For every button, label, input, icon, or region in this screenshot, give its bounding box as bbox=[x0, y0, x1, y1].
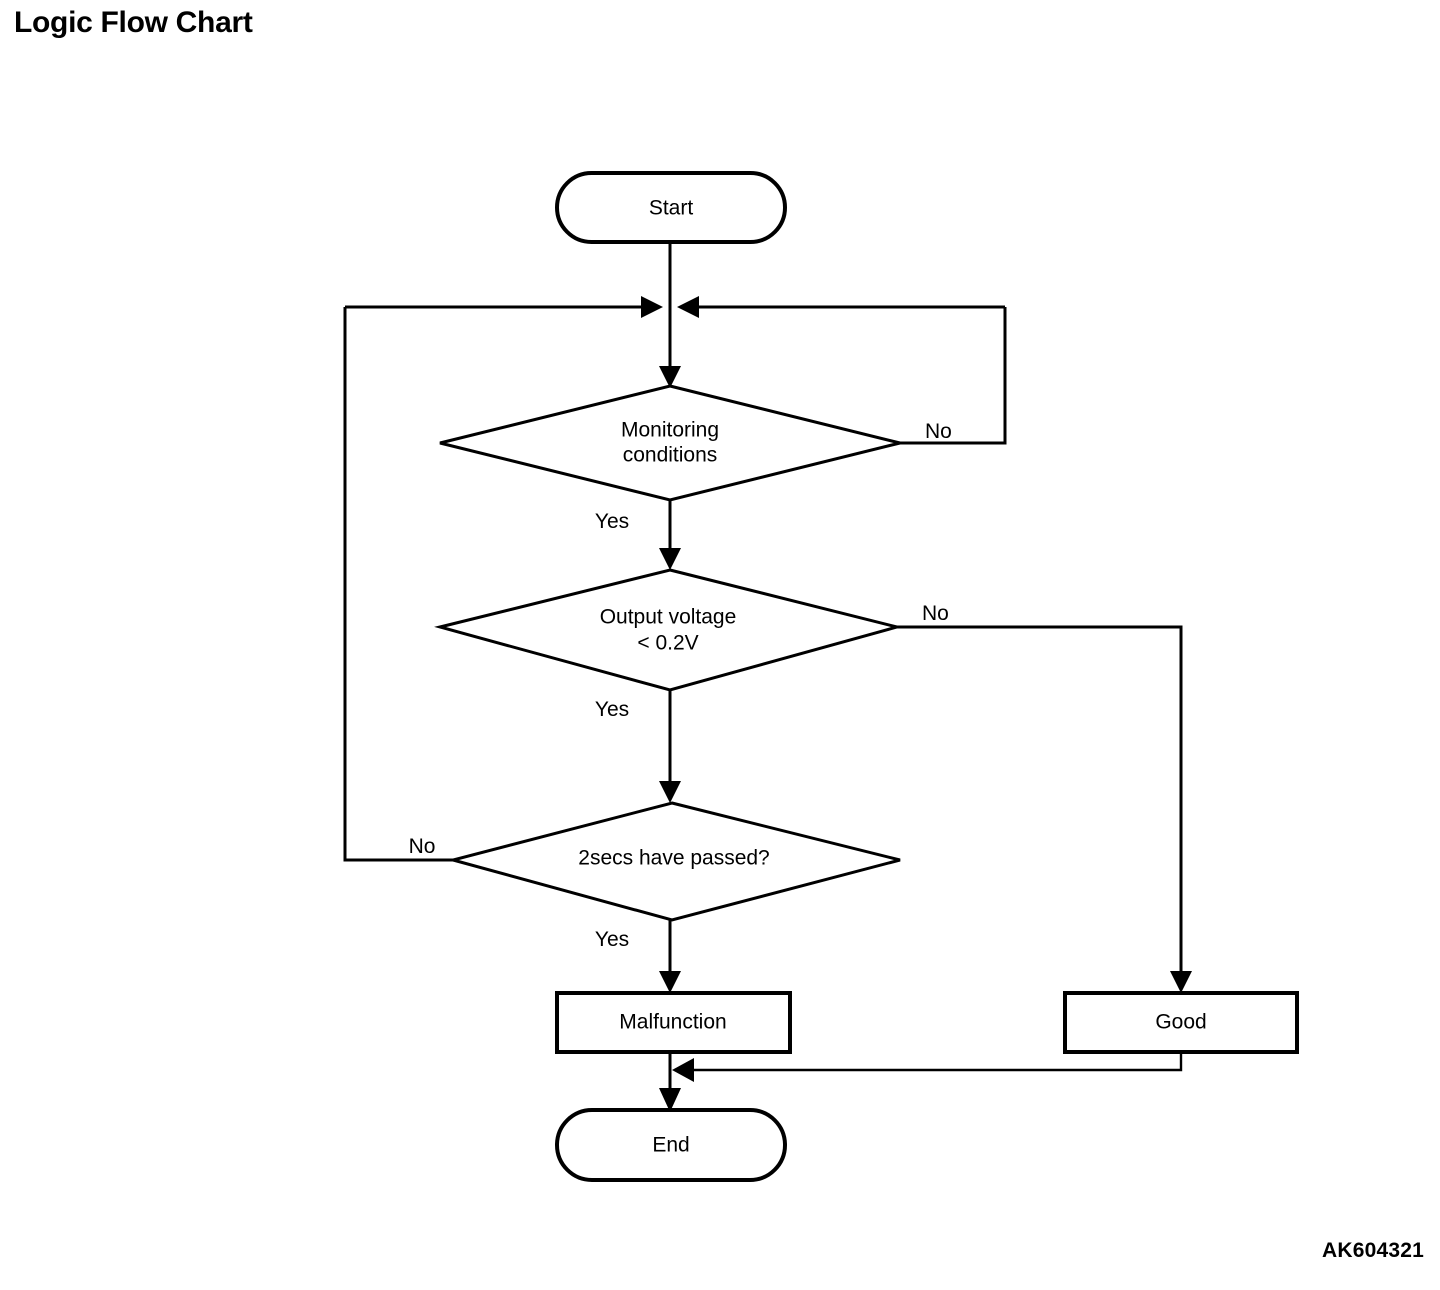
edge-monitoring-yes bbox=[659, 500, 681, 570]
merge-bar bbox=[345, 296, 1005, 318]
figure-code-label: AK604321 bbox=[1321, 1239, 1424, 1262]
arrow-into-monitoring bbox=[659, 366, 681, 388]
node-voltage-label-line1: Output voltage bbox=[600, 606, 737, 629]
node-end[interactable]: End bbox=[555, 1108, 787, 1182]
node-good[interactable]: Good bbox=[1063, 991, 1299, 1054]
node-monitoring-conditions[interactable]: Monitoring conditions bbox=[439, 384, 901, 502]
edge-malfunction-to-end bbox=[659, 1052, 681, 1112]
arrow-into-timer bbox=[659, 781, 681, 803]
node-malfunction-label: Malfunction bbox=[619, 1011, 726, 1034]
edge-label-voltage-yes: Yes bbox=[595, 698, 629, 721]
arrow-into-good bbox=[1170, 971, 1192, 993]
node-malfunction[interactable]: Malfunction bbox=[555, 991, 792, 1054]
merge-arrow-left bbox=[641, 296, 663, 318]
edge-label-timer-no: No bbox=[409, 835, 436, 858]
arrow-into-end bbox=[659, 1088, 681, 1112]
node-output-voltage[interactable]: Output voltage < 0.2V bbox=[434, 568, 903, 692]
edge-label-monitoring-no: No bbox=[925, 420, 952, 443]
node-timer-label: 2secs have passed? bbox=[578, 847, 769, 870]
node-monitoring-label-line1: Monitoring bbox=[621, 419, 719, 442]
edge-label-timer-yes: Yes bbox=[595, 928, 629, 951]
edge-good-to-end-trunk bbox=[672, 1052, 1183, 1082]
arrow-merge-into-trunk bbox=[672, 1058, 694, 1082]
edge-label-voltage-no: No bbox=[922, 602, 949, 625]
edge-timer-no bbox=[343, 307, 453, 862]
edge-label-monitoring-yes: Yes bbox=[595, 510, 629, 533]
node-start[interactable]: Start bbox=[555, 171, 787, 244]
page-title: Logic Flow Chart bbox=[14, 6, 253, 39]
node-good-label: Good bbox=[1155, 1011, 1206, 1034]
node-end-label: End bbox=[652, 1134, 689, 1157]
node-start-label: Start bbox=[649, 197, 694, 220]
arrow-into-malfunction bbox=[659, 971, 681, 993]
edge-merge-to-monitoring bbox=[659, 307, 681, 388]
node-monitoring-label-line2: conditions bbox=[623, 444, 718, 467]
node-voltage-label-line2: < 0.2V bbox=[637, 632, 698, 655]
node-timer-check[interactable]: 2secs have passed? bbox=[447, 801, 901, 922]
merge-arrow-right bbox=[677, 296, 699, 318]
edge-timer-yes bbox=[659, 920, 681, 993]
arrow-into-voltage bbox=[659, 548, 681, 570]
edge-voltage-no bbox=[897, 625, 1192, 993]
edge-voltage-yes bbox=[659, 690, 681, 803]
edge-monitoring-no bbox=[900, 307, 1007, 445]
